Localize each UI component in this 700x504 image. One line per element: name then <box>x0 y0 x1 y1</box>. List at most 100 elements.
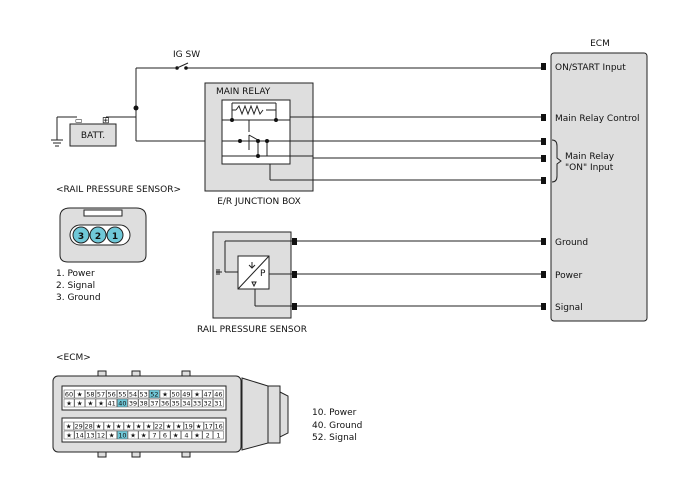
battery-label: BATT. <box>81 131 105 141</box>
ecm-pin-main-relay-on-1: Main Relay <box>565 152 615 162</box>
ecm-pin-number: 36 <box>161 400 169 408</box>
ecm-pin-cell <box>85 430 96 440</box>
ecm-title: ECM <box>590 39 610 49</box>
ecm-pin-cell <box>63 421 74 431</box>
ecm-pin-number: 10 <box>118 432 126 440</box>
ecm-pin-ground: Ground <box>555 238 588 248</box>
ecm-pin-number: 50 <box>172 391 180 399</box>
ecm-pin-number: 39 <box>129 400 137 408</box>
ecm-pin-cell <box>106 389 118 399</box>
ecm-pin-cell <box>203 421 214 431</box>
ecm-pin-number: ★ <box>141 432 147 440</box>
main-relay-symbol <box>221 99 291 165</box>
ecm-pin-cell <box>83 421 94 431</box>
ecm-pin-number: 54 <box>129 391 137 399</box>
ecm-pin-cell <box>63 398 75 408</box>
ecm-pin-cell <box>117 398 128 408</box>
ecm-pin-cell <box>213 421 224 431</box>
ecm-pin-number: 56 <box>108 391 116 399</box>
ecm-pin-cell <box>133 421 144 431</box>
ecm-pin-cell <box>159 389 171 399</box>
ecm-pin-number: 14 <box>76 432 84 440</box>
main-relay-on-brace <box>551 139 562 183</box>
battery-plus-terminal: ⊞ <box>102 116 110 126</box>
battery-box <box>69 123 117 147</box>
battery-ground-icon <box>51 116 77 147</box>
ecm-pin-cell <box>159 398 171 408</box>
ecm-pin-number: 19 <box>185 423 193 431</box>
sensor-pin-3-label: 3 <box>78 232 84 242</box>
ecm-pin-number: ★ <box>196 423 202 431</box>
ecm-pin-cell <box>163 421 174 431</box>
ecm-pin-main-relay-on-2: "ON" Input <box>565 163 614 173</box>
sensor-pin-legend-3: 3. Ground <box>56 293 101 303</box>
ecm-pin-cell <box>170 430 182 440</box>
relay-terminal-dots <box>230 118 278 158</box>
ecm-pin-number: 16 <box>215 423 223 431</box>
ecm-pin-cell <box>138 389 150 399</box>
ecm-pin-cell <box>74 430 86 440</box>
rail-sensor-label: RAIL PRESSURE SENSOR <box>197 325 307 335</box>
ecm-pin-number: ★ <box>176 423 182 431</box>
sensor-pin-legend-2: 2. Signal <box>56 281 95 291</box>
ecm-pin-number: 2 <box>206 432 210 440</box>
ecm-pin-legend-3: 52. Signal <box>312 433 357 443</box>
ecm-pin-number: ★ <box>98 400 104 408</box>
battery-minus-terminal: ▭ <box>75 116 83 125</box>
ecm-pin-cell <box>213 398 224 408</box>
sensor-pin-1-label: 1 <box>112 232 118 242</box>
ecm-pin-cell <box>138 398 150 408</box>
ecm-pin-cell <box>117 389 128 399</box>
pressure-symbol: P <box>260 269 266 279</box>
ecm-pin-cell <box>93 421 104 431</box>
ecm-pin-power: Power <box>555 271 583 281</box>
pressure-sensor-icon <box>216 240 292 307</box>
ecm-pin-number: 55 <box>118 391 126 399</box>
ecm-pin-cell <box>191 430 203 440</box>
ecm-connector-header: <ECM> <box>56 353 91 363</box>
ecm-pin-number: 7 <box>152 432 156 440</box>
ecm-pin-number: 49 <box>182 391 190 399</box>
ecm-pin-number: 58 <box>86 391 94 399</box>
ecm-pin-number: 60 <box>65 391 73 399</box>
ecm-pin-number: ★ <box>77 391 83 399</box>
ecm-pin-cell <box>193 421 204 431</box>
ecm-pin-signal: Signal <box>555 303 583 313</box>
ecm-pin-number: ★ <box>194 432 200 440</box>
ecm-pin-number: 1 <box>216 432 220 440</box>
ecm-pin-number: 6 <box>163 432 167 440</box>
junction-box-label: E/R JUNCTION BOX <box>217 197 301 207</box>
ecm-pin-number: ★ <box>109 432 115 440</box>
ecm-pin-cell <box>183 421 194 431</box>
ecm-block <box>550 52 648 322</box>
ecm-pin-cell <box>181 398 192 408</box>
ecm-pin-number: 34 <box>182 400 190 408</box>
ecm-pin-cell <box>181 430 192 440</box>
ecm-pin-cell <box>143 421 154 431</box>
ecm-pin-cell <box>123 421 134 431</box>
ecm-pin-cell <box>149 398 160 408</box>
sensor-pin-2-label: 2 <box>95 232 101 242</box>
ecm-pin-tabs <box>541 63 546 310</box>
ecm-pin-number: ★ <box>146 423 152 431</box>
ecm-pin-cell <box>127 398 139 408</box>
ecm-pin-cell <box>138 430 150 440</box>
ecm-pin-cell <box>213 389 224 399</box>
ecm-pin-cell <box>95 389 107 399</box>
ecm-pin-cell <box>170 398 182 408</box>
ecm-pin-number: ★ <box>173 432 179 440</box>
ecm-pin-cell <box>113 421 124 431</box>
ecm-pin-cell <box>106 430 118 440</box>
ecm-pin-cell <box>202 430 214 440</box>
relay-output-wires <box>269 116 541 181</box>
ecm-pin-cell <box>202 398 214 408</box>
ecm-pin-cell <box>149 389 160 399</box>
main-relay-label: MAIN RELAY <box>216 87 271 97</box>
ecm-pin-number: ★ <box>66 432 72 440</box>
ecm-pin-legend-2: 40. Ground <box>312 421 362 431</box>
ecm-pin-number: 47 <box>204 391 212 399</box>
ecm-pin-number: ★ <box>136 423 142 431</box>
ecm-pin-cell <box>95 398 107 408</box>
